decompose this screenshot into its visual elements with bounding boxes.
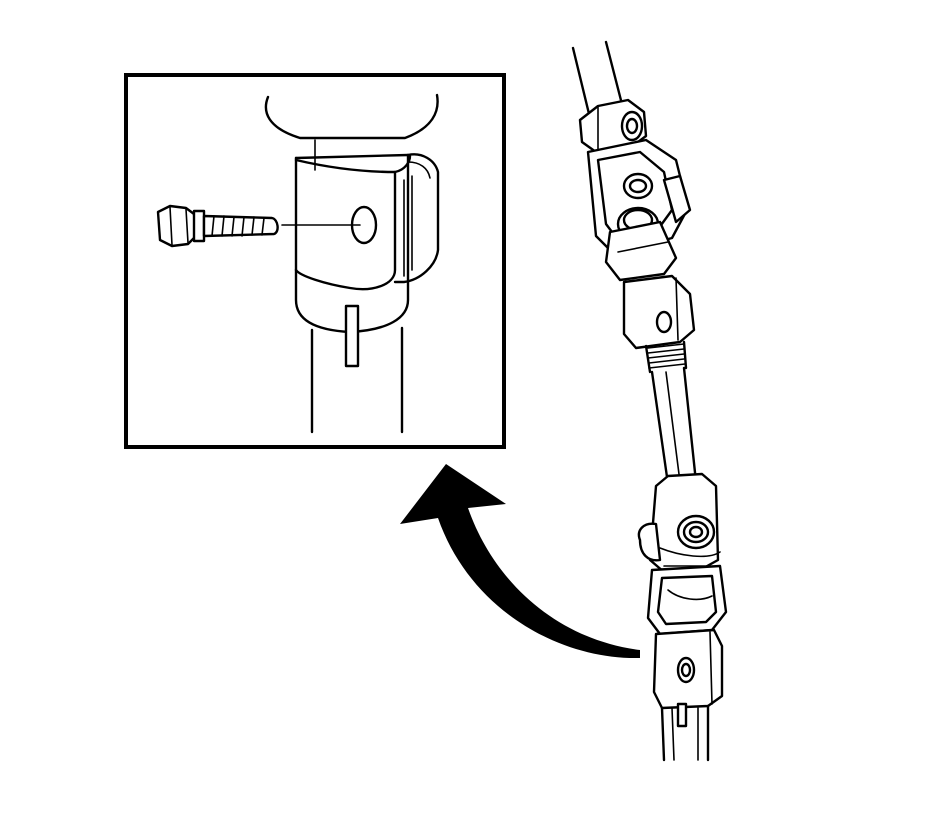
- inset-lower-shaft: [310, 326, 404, 434]
- inset-shaft-collar: [264, 93, 439, 140]
- inset-yoke: [294, 139, 440, 368]
- spline-section: [644, 340, 688, 374]
- upper-yoke-clamp: [578, 98, 648, 154]
- universal-joint-icon: [586, 138, 692, 282]
- lower-yoke-clamp: [652, 628, 724, 728]
- bolt-icon: [156, 204, 279, 248]
- bottom-shaft: [660, 704, 710, 762]
- steering-shaft-icon: [571, 40, 728, 762]
- intermediate-shaft: [650, 366, 698, 486]
- curved-arrow-icon: [400, 464, 640, 659]
- detail-inset: [124, 73, 506, 449]
- inset-frame: [124, 73, 506, 449]
- inset-slot-key: [344, 304, 360, 368]
- lower-universal-joint: [646, 564, 728, 636]
- mid-yoke-clamp: [622, 274, 696, 350]
